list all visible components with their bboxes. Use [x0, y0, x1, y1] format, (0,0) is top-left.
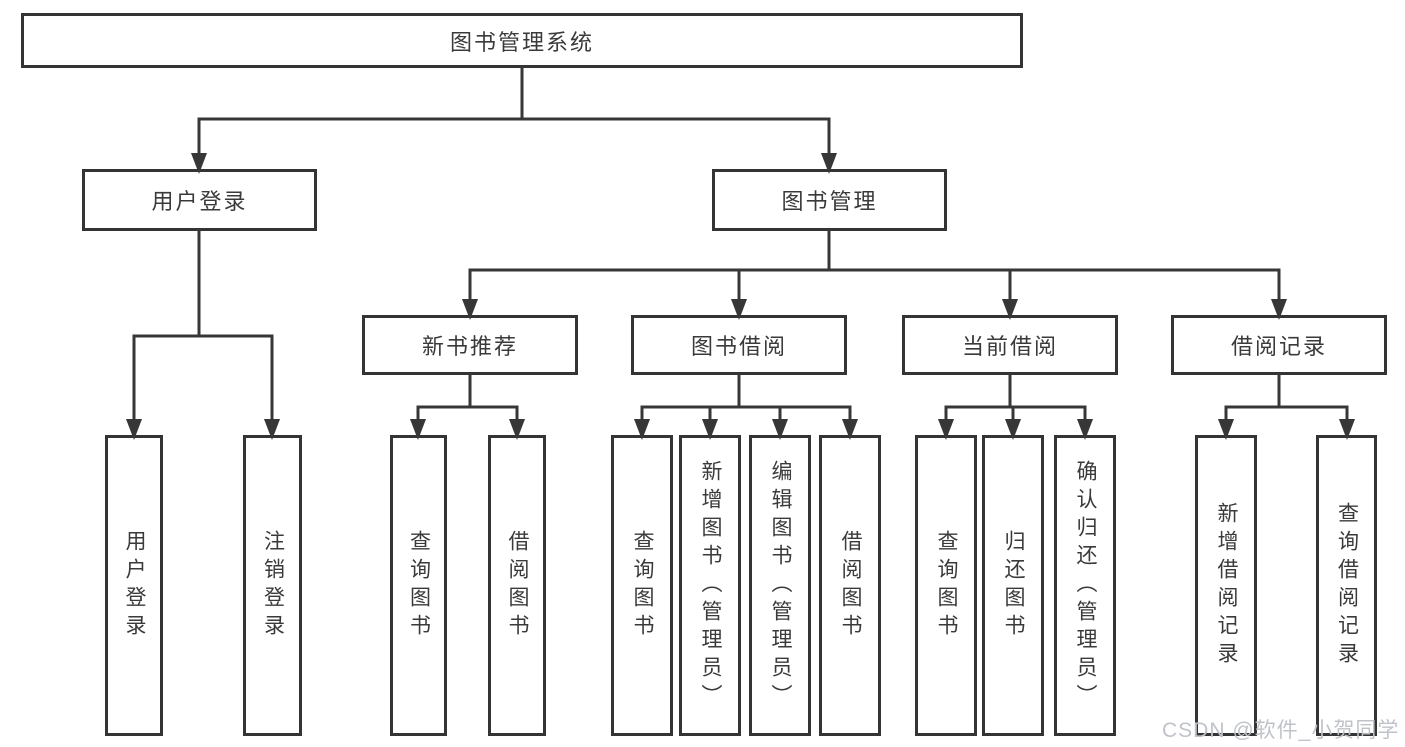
leaf-edit-books-admin: 编辑图书（管理员） — [749, 435, 811, 736]
node-new-book-recommendation: 新书推荐 — [362, 315, 578, 375]
leaf-query-books-recommend: 查询图书 — [390, 435, 447, 736]
leaf-user-login: 用户登录 — [105, 435, 163, 736]
leaf-logout: 注销登录 — [243, 435, 302, 736]
node-current-borrowing: 当前借阅 — [902, 315, 1118, 375]
leaf-borrow-books-recommend: 借阅图书 — [488, 435, 546, 736]
leaf-add-borrow-record: 新增借阅记录 — [1195, 435, 1257, 736]
leaf-confirm-return-admin: 确认归还（管理员） — [1054, 435, 1116, 736]
node-borrowing-records: 借阅记录 — [1171, 315, 1387, 375]
leaf-query-books-borrow: 查询图书 — [611, 435, 673, 736]
watermark: CSDN @软件_小贺同学 — [1162, 719, 1400, 742]
leaf-borrow-books: 借阅图书 — [819, 435, 881, 736]
leaf-add-books-admin: 新增图书（管理员） — [679, 435, 741, 736]
node-book-management: 图书管理 — [712, 169, 947, 231]
node-library-management-system: 图书管理系统 — [21, 13, 1023, 68]
node-user-login: 用户登录 — [82, 169, 317, 231]
leaf-return-books: 归还图书 — [982, 435, 1044, 736]
leaf-query-books-current: 查询图书 — [915, 435, 977, 736]
leaf-query-borrow-record: 查询借阅记录 — [1316, 435, 1377, 736]
node-book-borrowing: 图书借阅 — [631, 315, 847, 375]
